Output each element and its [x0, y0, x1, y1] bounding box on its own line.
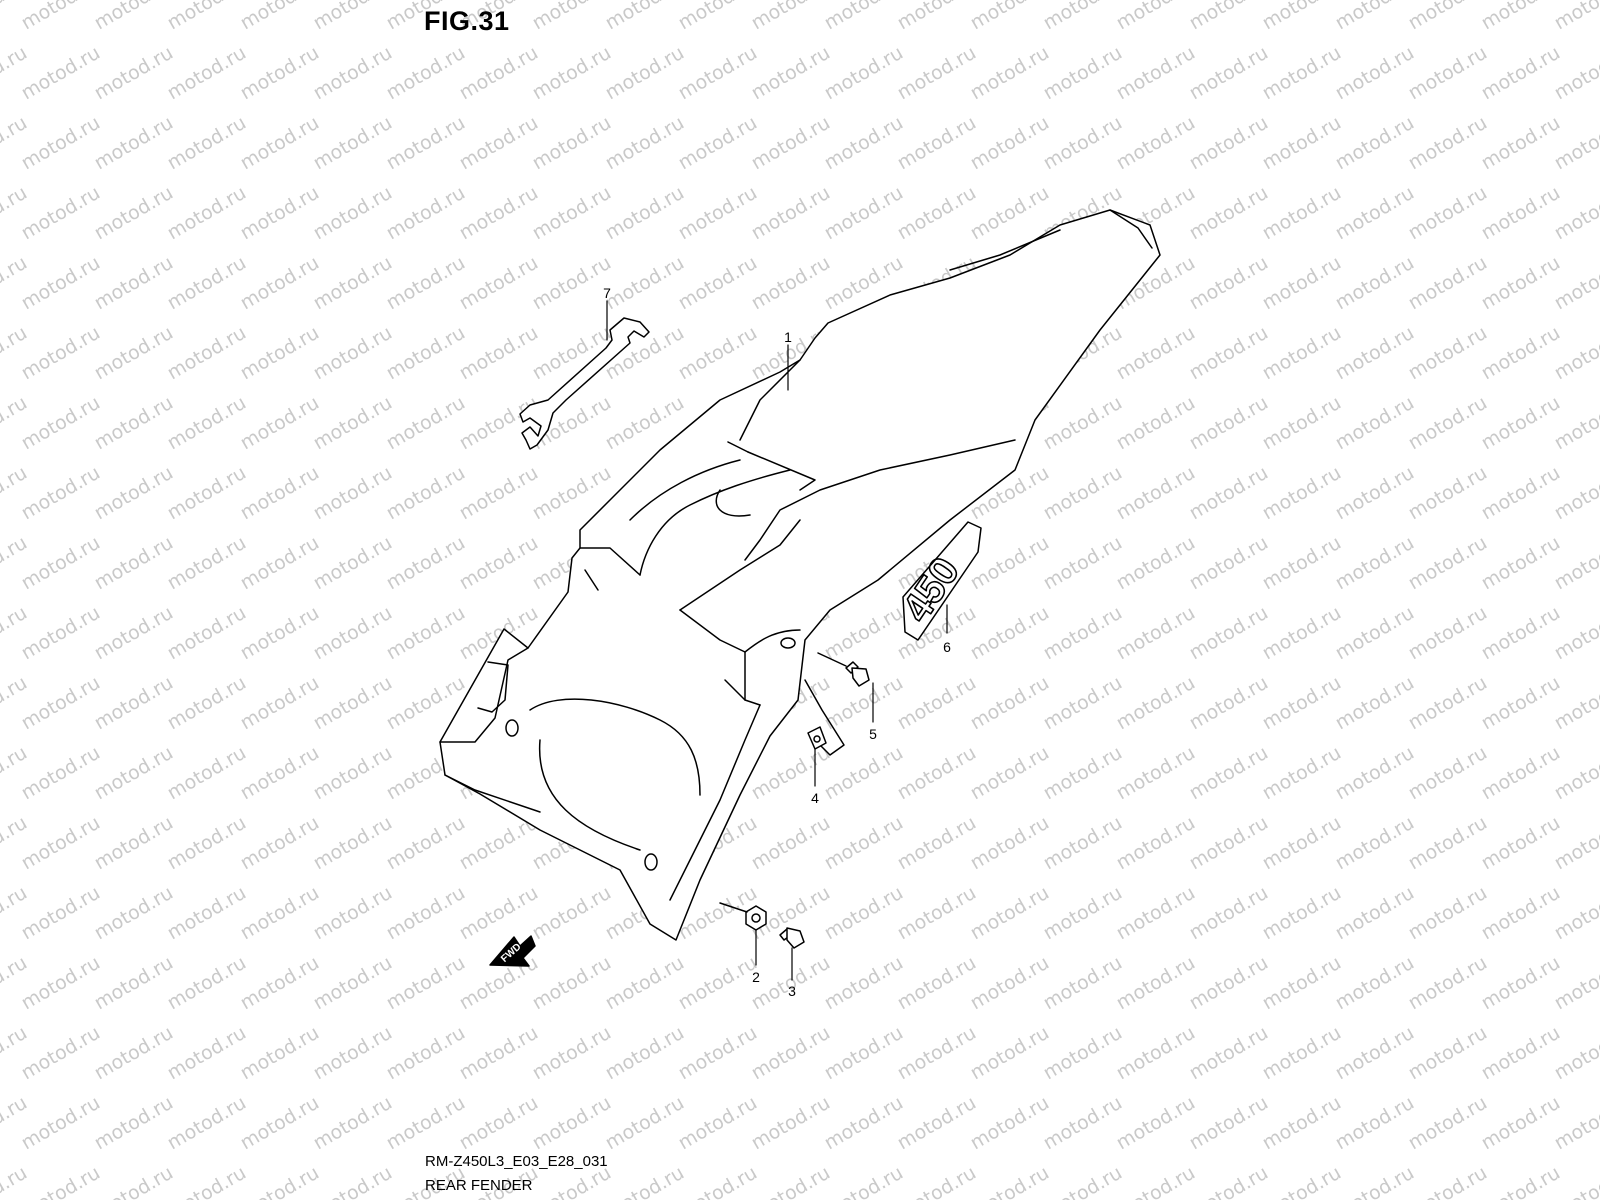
- clip-nut-part: [807, 726, 827, 750]
- figure-title: FIG.31: [424, 6, 510, 36]
- figure-name: REAR FENDER: [425, 1177, 533, 1194]
- callout-1: 1: [784, 329, 792, 345]
- bolt-5-part: [817, 652, 870, 687]
- bolt-3-part: [779, 927, 805, 949]
- tool-part: [519, 317, 650, 450]
- callout-4: 4: [811, 790, 819, 806]
- callout-6: 6: [943, 639, 951, 655]
- callout-2: 2: [752, 969, 760, 985]
- callout-3: 3: [788, 983, 796, 999]
- callout-5: 5: [869, 726, 877, 742]
- callout-7: 7: [603, 285, 611, 301]
- fwd-arrow-icon: [489, 935, 536, 967]
- nut-part: [719, 902, 767, 931]
- rear-fender-part: [439, 209, 1161, 941]
- figure-code: RM-Z450L3_E03_E28_031: [425, 1153, 608, 1170]
